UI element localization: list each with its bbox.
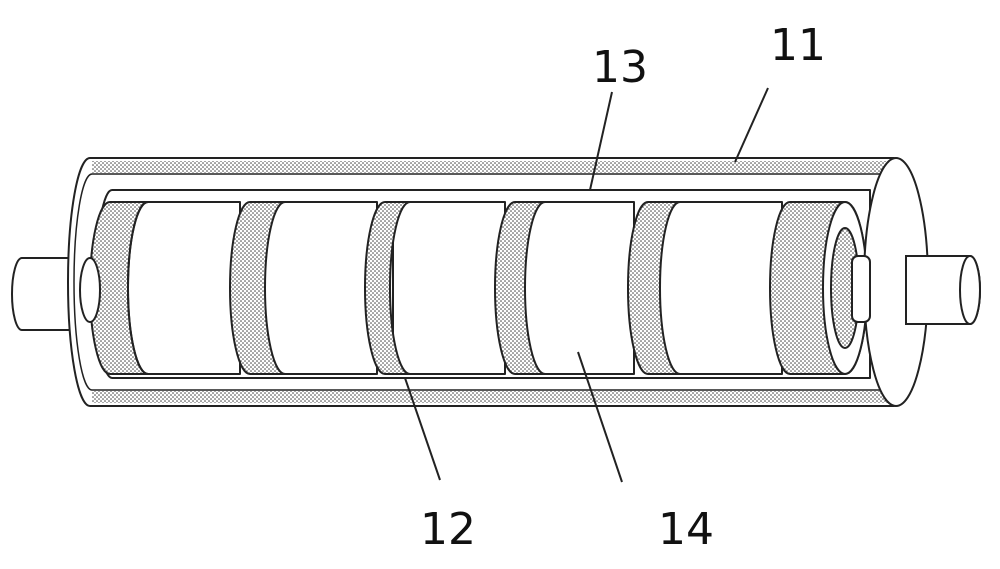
core-segment: [522, 202, 634, 374]
core-segment: [393, 202, 505, 374]
leader-11: [735, 88, 768, 162]
outer-shell-wall-bottom: [92, 391, 892, 403]
core-segment: [128, 202, 240, 374]
left-shaft: [12, 258, 70, 330]
core-segment: [650, 202, 782, 374]
label-core-roller: 14: [658, 504, 714, 555]
label-outer-shell: 11: [770, 20, 826, 71]
label-ring: 12: [420, 504, 476, 555]
right-hub: [852, 256, 870, 322]
label-inner-space: 13: [592, 42, 648, 93]
core-segment: [265, 202, 377, 374]
outer-shell-wall-top: [92, 161, 892, 173]
